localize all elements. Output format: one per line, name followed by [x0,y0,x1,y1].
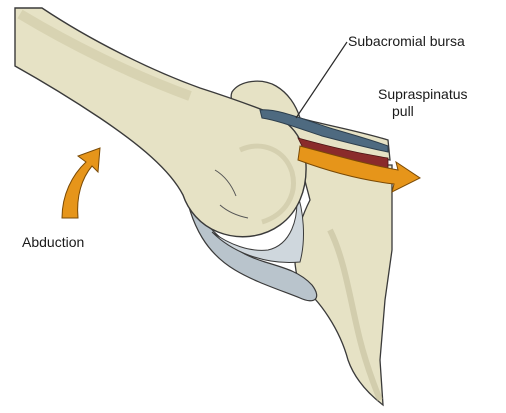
supraspinatus-label-line1: Supraspinatus [378,86,468,103]
subacromial-bursa-label: Subacromial bursa [348,33,465,50]
humerus [15,8,306,237]
supraspinatus-pull-label: Supraspinatus pull [378,86,468,120]
abduction-label: Abduction [22,234,84,251]
bursa-leader-line [296,42,347,118]
supraspinatus-label-line2: pull [378,103,468,120]
abduction-arrow [62,148,100,218]
